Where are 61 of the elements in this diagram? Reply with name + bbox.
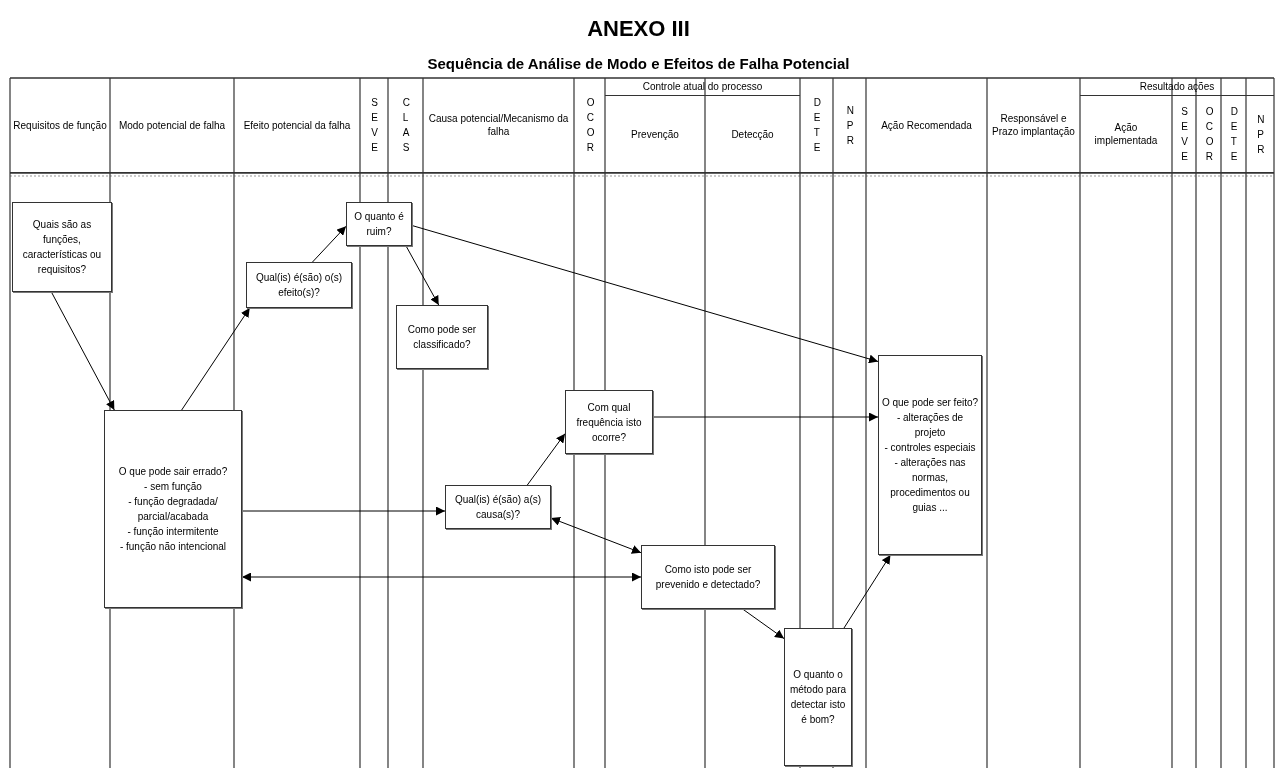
column-header: Ação implementada bbox=[1093, 121, 1159, 147]
arrow bbox=[526, 433, 566, 486]
box-text: O quanto o método para detectar isto é bom? bbox=[788, 668, 848, 727]
box-text: O que pode sair errado? bbox=[118, 465, 228, 479]
question-box bbox=[878, 355, 982, 555]
column-header: Efeito potencial da falha bbox=[242, 118, 352, 132]
column-header: C L A S bbox=[402, 96, 409, 155]
box-text: O que pode ser feito? bbox=[881, 396, 979, 410]
arrow bbox=[652, 412, 879, 422]
box-text: Com qual frequência isto ocorre? bbox=[575, 400, 643, 445]
arrow bbox=[181, 307, 251, 411]
arrow bbox=[742, 608, 785, 640]
box-text: O quanto é ruim? bbox=[353, 210, 405, 239]
column-header: N P R bbox=[846, 103, 853, 148]
box-text: - alterações nas normas, procedimentos ou guias ... bbox=[889, 456, 971, 515]
question-box bbox=[641, 545, 775, 609]
question-box bbox=[445, 485, 551, 529]
column-header: Controle atual do processo bbox=[641, 80, 764, 93]
column-header: Ação Recomendada bbox=[880, 118, 973, 132]
column-header: D E T E bbox=[813, 96, 820, 155]
question-box bbox=[784, 628, 852, 766]
page-title: ANEXO III bbox=[586, 15, 691, 43]
column-header: N P R bbox=[1257, 112, 1263, 157]
arrow bbox=[411, 225, 879, 364]
column-header: S E V E bbox=[1181, 105, 1187, 164]
question-box bbox=[396, 305, 488, 369]
question-box bbox=[12, 202, 112, 292]
arrow bbox=[241, 506, 446, 516]
box-text: - alterações de projeto bbox=[895, 411, 965, 440]
double-arrow bbox=[241, 572, 642, 582]
column-header: Causa potencial/Mecanismo da falha bbox=[427, 112, 570, 138]
column-header: O C O R bbox=[1205, 105, 1212, 164]
arrow bbox=[312, 225, 347, 263]
arrow bbox=[405, 245, 440, 306]
box-text: Como pode ser classificado? bbox=[406, 323, 478, 352]
box-text: Como isto pode ser prevenido e detectado? bbox=[654, 563, 762, 592]
column-header: Responsável e Prazo implantação bbox=[991, 112, 1076, 138]
column-header: O C O R bbox=[586, 96, 593, 155]
column-header: Prevenção bbox=[630, 127, 680, 141]
box-text: Quais são as funções, características ou requisitos? bbox=[21, 218, 103, 277]
question-box bbox=[565, 390, 653, 454]
column-header: Detecção bbox=[730, 127, 775, 141]
subtitle: Sequência de Análise de Modo e Efeitos de Falha Potencial bbox=[426, 54, 851, 74]
box-text: Qual(is) é(são) a(s) causa(s)? bbox=[453, 493, 543, 522]
question-box bbox=[346, 202, 412, 246]
arrow bbox=[843, 554, 891, 629]
question-box bbox=[246, 262, 352, 308]
column-header: Modo potencial de falha bbox=[117, 118, 227, 132]
box-text: - função intermitente bbox=[127, 525, 219, 539]
double-arrow bbox=[550, 517, 642, 554]
column-header: Resultado ações bbox=[1138, 80, 1216, 93]
box-text: - função degradada/ parcial/acabada bbox=[127, 495, 219, 524]
box-text: - sem função bbox=[144, 480, 202, 494]
question-box bbox=[104, 410, 242, 608]
box-text: - controles especiais bbox=[884, 441, 976, 455]
box-text: Qual(is) é(são) o(s) efeito(s)? bbox=[254, 271, 344, 300]
column-header: Requisitos de função bbox=[12, 118, 108, 132]
column-header: S E V E bbox=[371, 96, 377, 155]
arrow bbox=[50, 291, 115, 411]
column-header: D E T E bbox=[1230, 105, 1237, 164]
box-text: - função não intencional bbox=[119, 540, 227, 554]
